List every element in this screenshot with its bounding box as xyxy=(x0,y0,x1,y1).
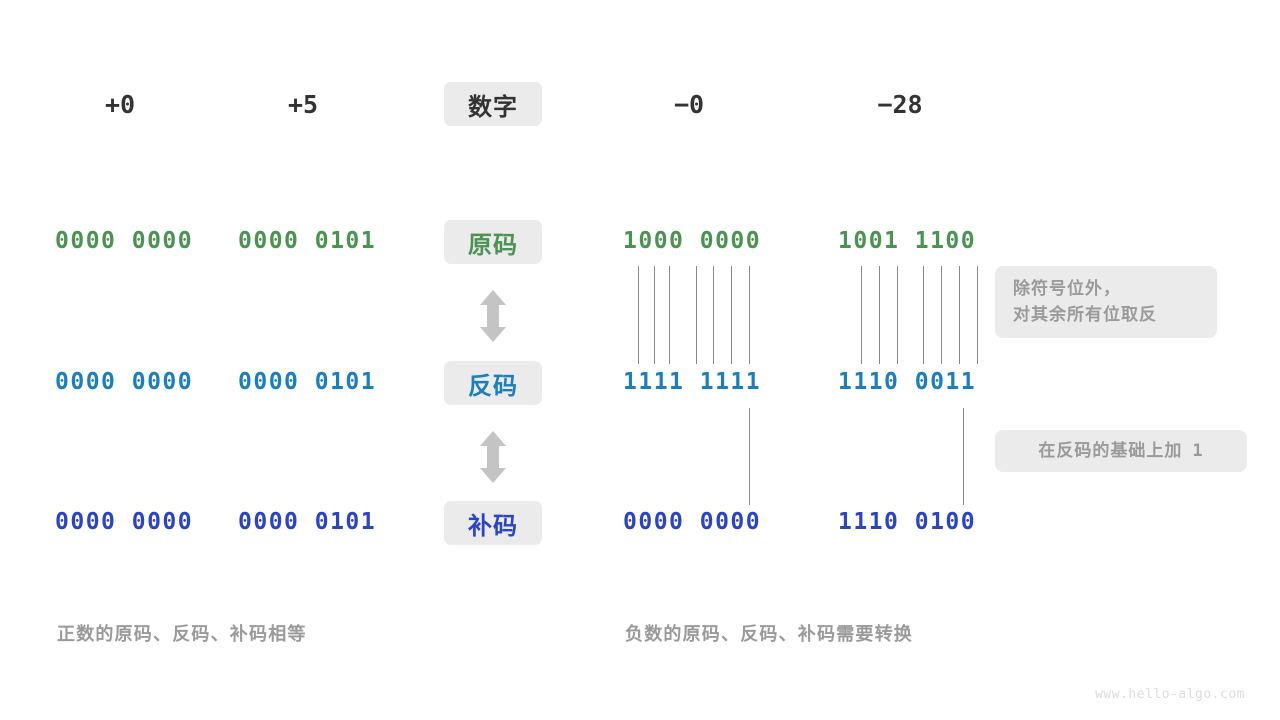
caption-negative: 负数的原码、反码、补码需要转换 xyxy=(625,624,913,644)
bits-true-form-neg-28: 1001 1100 xyxy=(838,228,977,254)
connector-line xyxy=(923,266,924,364)
watermark: www.hello-algo.com xyxy=(1095,687,1245,702)
connector-line xyxy=(654,266,655,364)
connector-line xyxy=(731,266,732,364)
bits-true-form-neg-zero: 1000 0000 xyxy=(623,228,762,254)
connector-line xyxy=(669,266,670,364)
bits-true-form-pos-zero: 0000 0000 xyxy=(55,228,194,254)
double-arrow-icon xyxy=(480,290,506,342)
connector-line xyxy=(897,266,898,364)
connector-line xyxy=(879,266,880,364)
note-invert-line1: 除符号位外， xyxy=(1013,278,1121,298)
connector-line xyxy=(941,266,942,364)
row-label-ones-comp: 反码 xyxy=(444,361,542,405)
connector-line xyxy=(638,266,639,364)
connector-line xyxy=(861,266,862,364)
caption-positive: 正数的原码、反码、补码相等 xyxy=(57,624,307,644)
note-invert-bits: 除符号位外， 对其余所有位取反 xyxy=(995,266,1217,338)
note-add-one: 在反码的基础上加 1 xyxy=(995,430,1247,472)
bits-ones-comp-pos-zero: 0000 0000 xyxy=(55,369,194,395)
number-neg-28: −28 xyxy=(877,89,923,119)
bits-twos-comp-neg-28: 1110 0100 xyxy=(838,509,977,535)
connector-line xyxy=(749,408,750,505)
connector-line xyxy=(977,266,978,364)
connector-line xyxy=(696,266,697,364)
double-arrow-icon xyxy=(480,431,506,483)
connector-line xyxy=(959,266,960,364)
bits-twos-comp-pos-five: 0000 0101 xyxy=(238,509,377,535)
note-add-one-prefix: 在反码的基础上加 xyxy=(1038,440,1183,460)
number-pos-five: +5 xyxy=(287,89,319,119)
connector-line xyxy=(963,408,964,505)
note-add-one-value: 1 xyxy=(1192,440,1204,461)
connector-line xyxy=(713,266,714,364)
bits-ones-comp-neg-zero: 1111 1111 xyxy=(623,369,762,395)
bits-ones-comp-pos-five: 0000 0101 xyxy=(238,369,377,395)
bits-ones-comp-neg-28: 1110 0011 xyxy=(838,369,977,395)
row-label-twos-comp: 补码 xyxy=(444,501,542,545)
number-neg-zero: −0 xyxy=(673,89,705,119)
row-label-true-form: 原码 xyxy=(444,220,542,264)
exchange-arrow-true-to-ones xyxy=(475,288,511,349)
connector-line xyxy=(749,266,750,364)
exchange-arrow-ones-to-twos xyxy=(475,429,511,490)
note-invert-line2: 对其余所有位取反 xyxy=(1013,305,1157,324)
bits-true-form-pos-five: 0000 0101 xyxy=(238,228,377,254)
row-label-number: 数字 xyxy=(444,82,542,126)
number-pos-zero: +0 xyxy=(104,89,136,119)
bits-twos-comp-neg-zero: 0000 0000 xyxy=(623,509,762,535)
bits-twos-comp-pos-zero: 0000 0000 xyxy=(55,509,194,535)
